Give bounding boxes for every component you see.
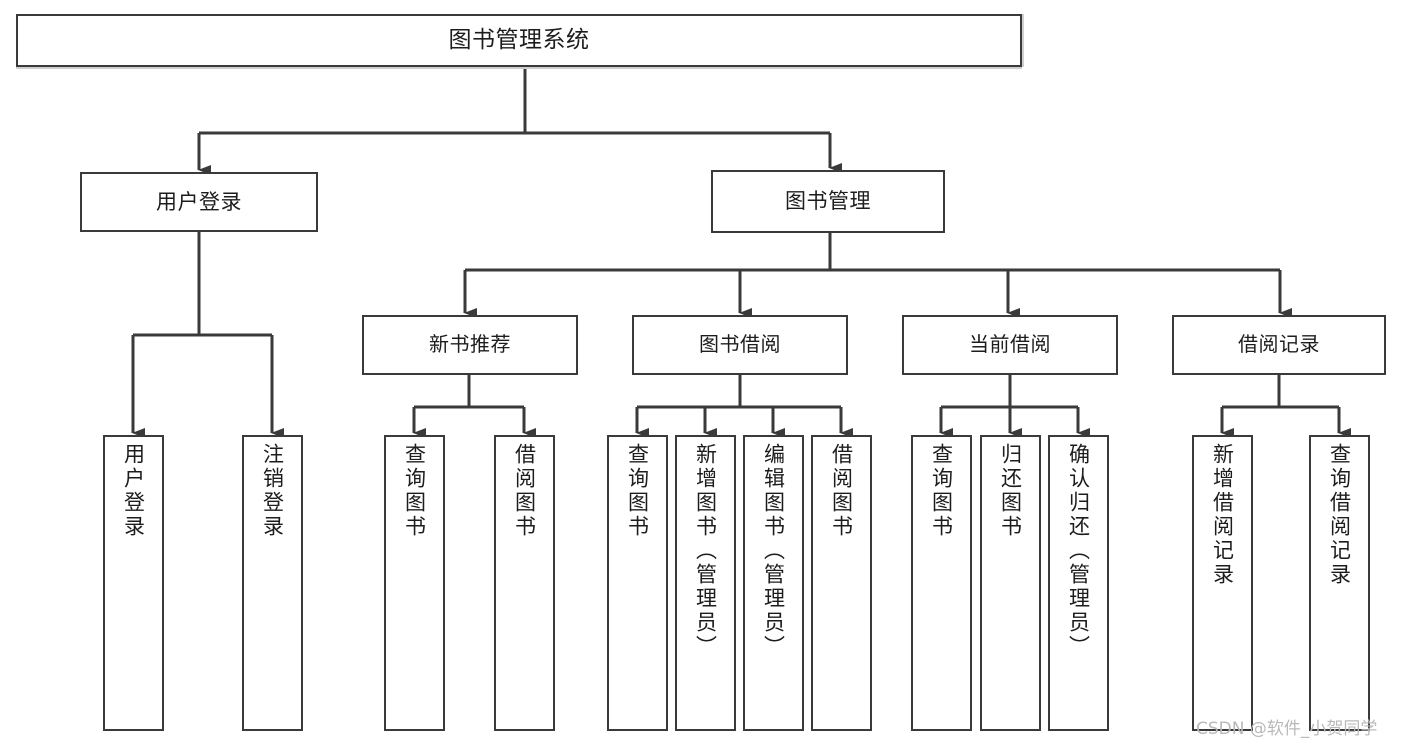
- node-leaf-current-query-book-label: 查询图书: [929, 443, 954, 539]
- node-current-borrow[interactable]: 当前借阅: [902, 315, 1118, 375]
- node-leaf-current-confirm-return[interactable]: 确认归还（管理员）: [1048, 435, 1109, 731]
- node-new-book-recommend-label: 新书推荐: [429, 332, 511, 357]
- node-leaf-current-return-book[interactable]: 归还图书: [980, 435, 1041, 731]
- node-leaf-record-add-label: 新增借阅记录: [1210, 443, 1235, 587]
- node-leaf-recommend-query-book-label: 查询图书: [402, 443, 427, 539]
- node-leaf-borrow-query-book-label: 查询图书: [625, 443, 650, 539]
- node-leaf-user-logout[interactable]: 注销登录: [242, 435, 303, 731]
- node-leaf-current-return-book-label: 归还图书: [998, 443, 1023, 539]
- csdn-watermark: CSDN @软件_小贺同学: [1196, 719, 1378, 739]
- node-root-system-label: 图书管理系统: [448, 26, 590, 53]
- node-borrow-record[interactable]: 借阅记录: [1172, 315, 1386, 375]
- node-leaf-record-query-label: 查询借阅记录: [1327, 443, 1352, 587]
- node-leaf-borrow-borrow-book[interactable]: 借阅图书: [811, 435, 872, 731]
- node-leaf-borrow-query-book[interactable]: 查询图书: [607, 435, 668, 731]
- node-leaf-user-login-label: 用户登录: [121, 443, 146, 539]
- node-leaf-record-query[interactable]: 查询借阅记录: [1309, 435, 1370, 731]
- node-leaf-borrow-add-book[interactable]: 新增图书（管理员）: [675, 435, 736, 731]
- node-book-manage[interactable]: 图书管理: [711, 170, 945, 233]
- node-root-system[interactable]: 图书管理系统: [16, 14, 1022, 67]
- node-user-login-label: 用户登录: [156, 189, 242, 214]
- node-leaf-user-logout-label: 注销登录: [260, 443, 285, 539]
- node-leaf-recommend-query-book[interactable]: 查询图书: [384, 435, 445, 731]
- node-borrow-record-label: 借阅记录: [1238, 332, 1320, 357]
- node-leaf-borrow-borrow-book-label: 借阅图书: [829, 443, 854, 539]
- node-leaf-record-add[interactable]: 新增借阅记录: [1192, 435, 1253, 731]
- node-current-borrow-label: 当前借阅: [969, 332, 1051, 357]
- node-user-login[interactable]: 用户登录: [80, 172, 318, 232]
- node-book-borrow-label: 图书借阅: [699, 332, 781, 357]
- node-leaf-borrow-add-book-label: 新增图书（管理员）: [693, 443, 718, 659]
- node-leaf-current-confirm-return-label: 确认归还（管理员）: [1066, 443, 1091, 659]
- node-leaf-recommend-borrow-book-label: 借阅图书: [512, 443, 537, 539]
- node-leaf-borrow-edit-book[interactable]: 编辑图书（管理员）: [743, 435, 804, 731]
- node-book-manage-label: 图书管理: [785, 189, 871, 214]
- node-leaf-user-login[interactable]: 用户登录: [103, 435, 164, 731]
- node-new-book-recommend[interactable]: 新书推荐: [362, 315, 578, 375]
- node-leaf-current-query-book[interactable]: 查询图书: [911, 435, 972, 731]
- node-book-borrow[interactable]: 图书借阅: [632, 315, 848, 375]
- node-leaf-recommend-borrow-book[interactable]: 借阅图书: [494, 435, 555, 731]
- node-leaf-borrow-edit-book-label: 编辑图书（管理员）: [761, 443, 786, 659]
